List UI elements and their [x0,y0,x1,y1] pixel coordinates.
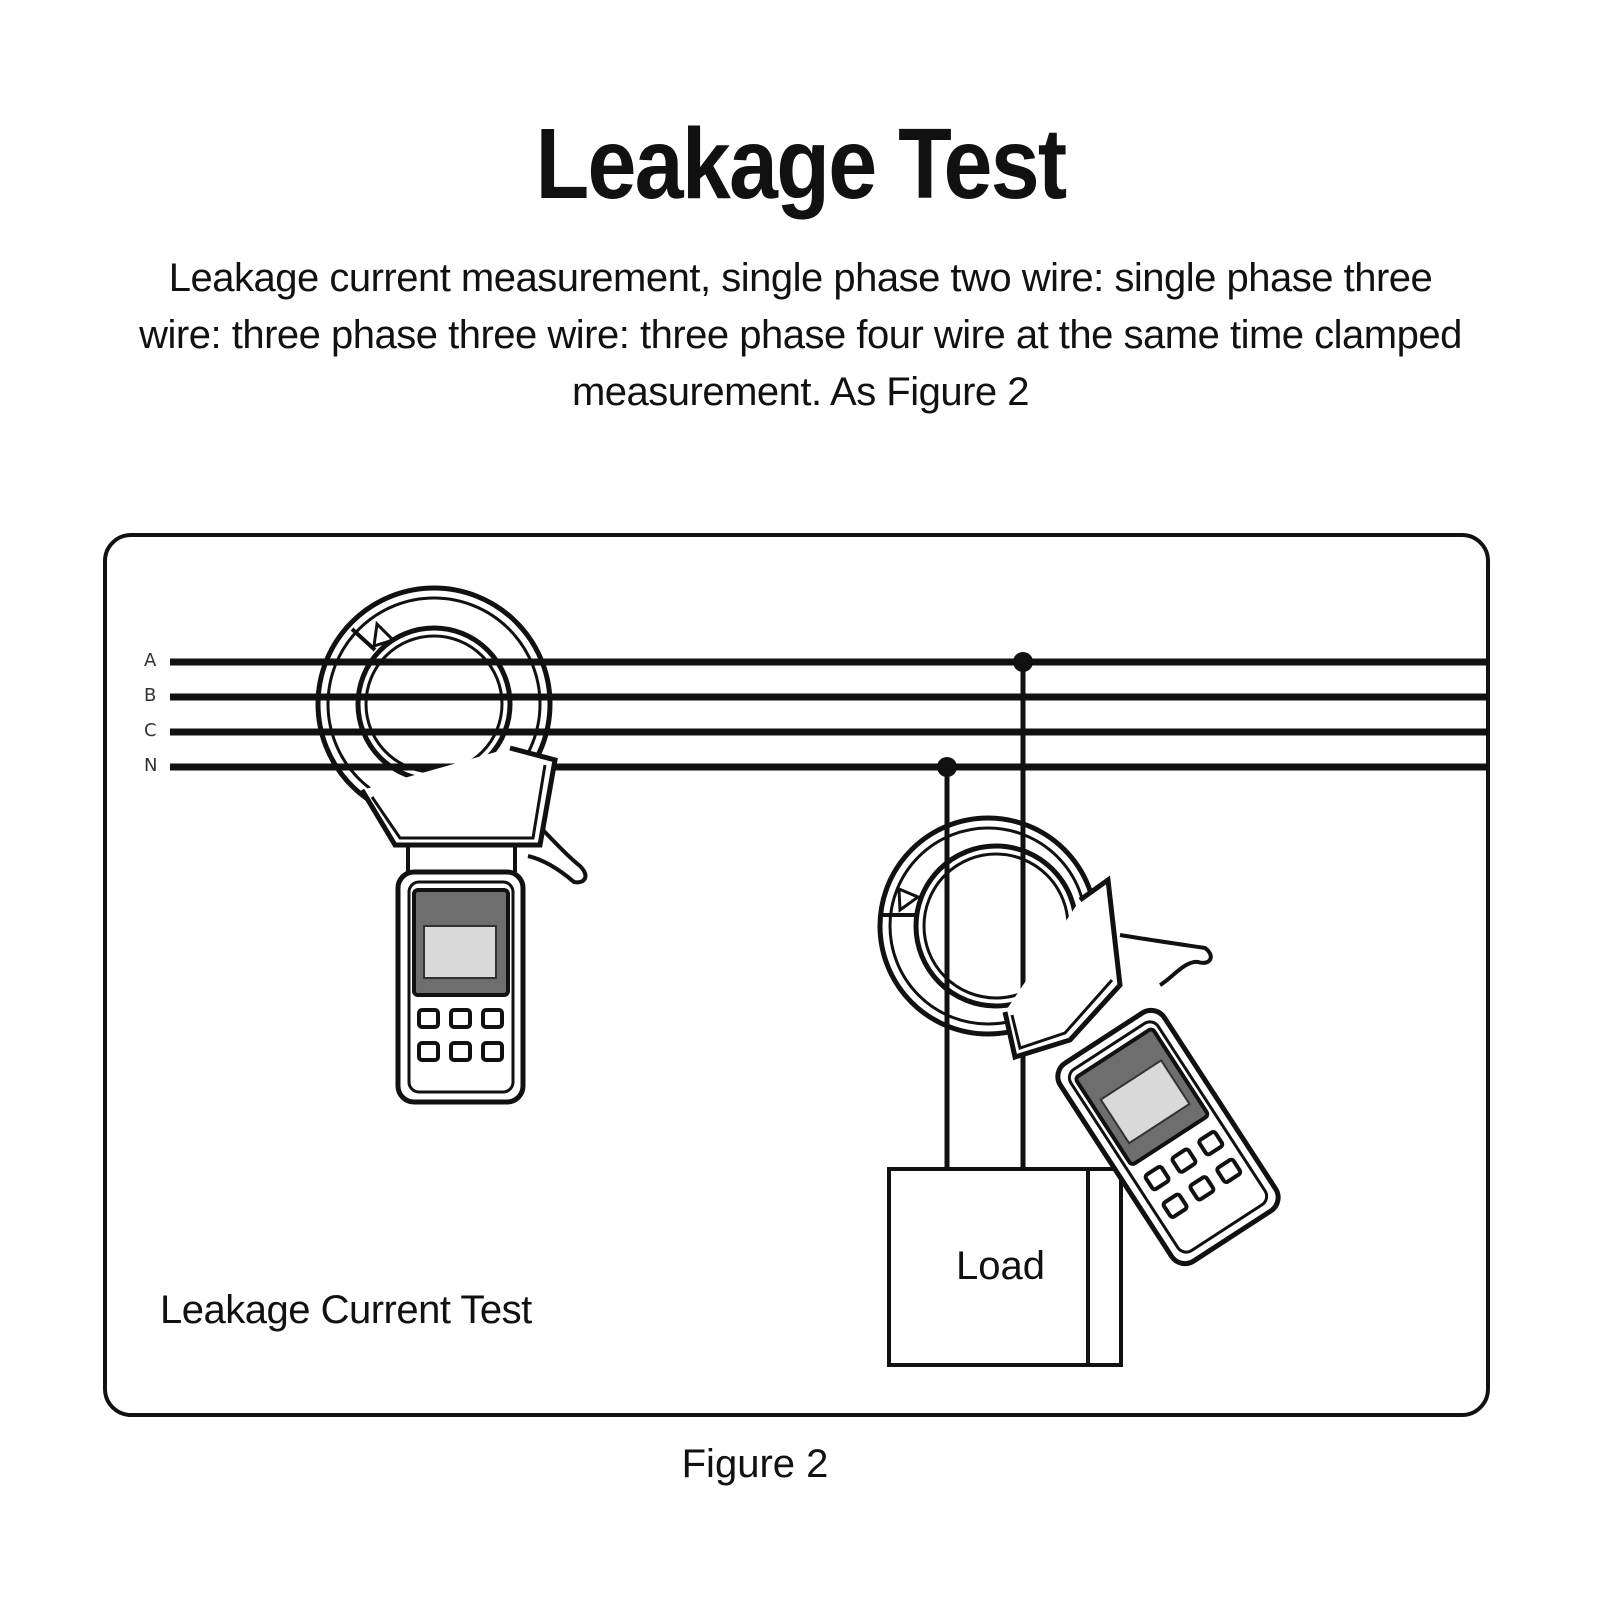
figure-caption: Figure 2 [681,1442,829,1486]
wire-label-a: A [144,650,157,671]
junction-dot-live [1013,652,1033,672]
clamp-meter-1 [315,585,588,1105]
meter-1-trigger [522,810,588,885]
diagram-frame [103,533,1490,1417]
meter-2-buttons [1143,1130,1243,1219]
wire-label-n: N [144,755,158,776]
wire-label-c: C [144,720,157,741]
bus-wires [170,658,1486,771]
meter-1-buttons [417,1008,504,1062]
junction-dot-neutral [937,757,957,777]
meter-1-screen [423,925,497,979]
page-title: Leakage Test [535,108,1068,220]
meter-2-arrow-icon [897,886,922,913]
meter-2-screen [1099,1058,1191,1145]
clamp-meter-2 [877,815,1281,1267]
load-box [887,1167,1123,1367]
wire-label-b: B [144,685,157,706]
load-taps [944,662,1026,1170]
description-text: Leakage current measurement, single phas… [139,256,1462,414]
meter-1-arrow-icon [372,620,396,649]
panel-label: Leakage Current Test [160,1288,532,1332]
meter-2-trigger [1119,933,1213,987]
load-label: Load [956,1244,1045,1288]
